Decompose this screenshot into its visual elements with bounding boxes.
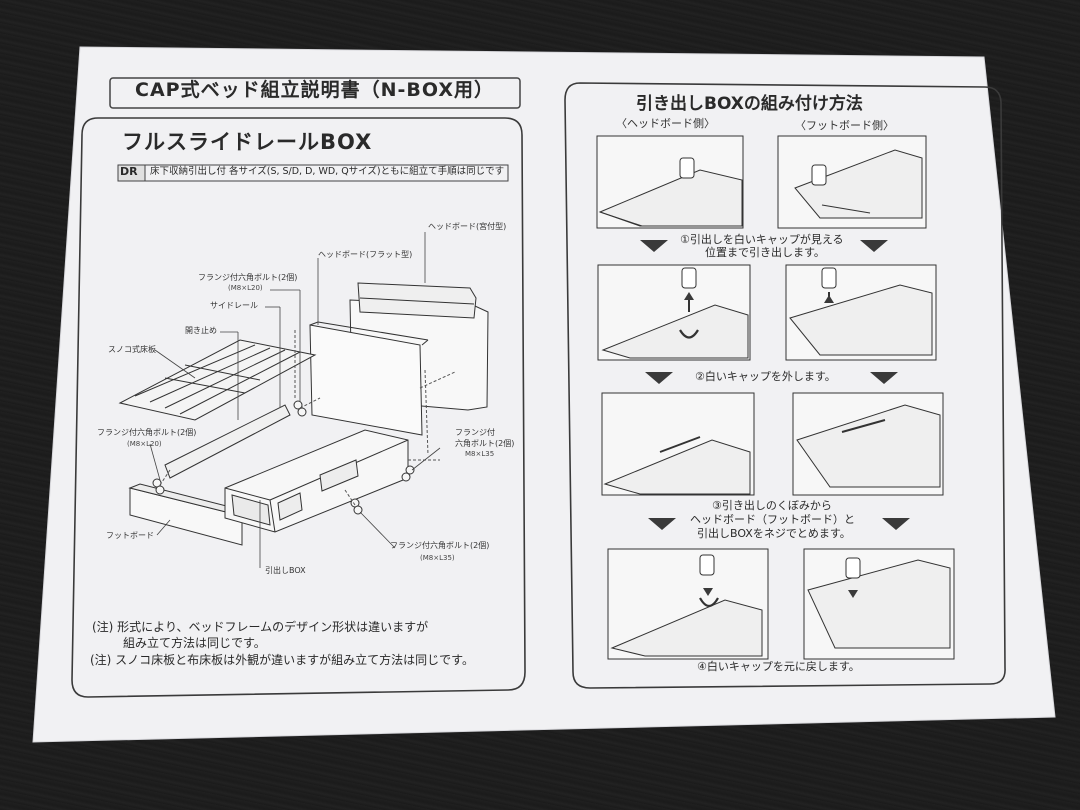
note-line-1: (注) 形式により、ベッドフレームのデザイン形状は違いますが — [92, 620, 429, 634]
callout-footboard: フットボード — [106, 531, 154, 540]
exploded-assembly-diagram — [118, 282, 489, 546]
left-panel-heading: フルスライドレールBOX — [122, 130, 373, 154]
callout-stopper: 開き止め — [185, 326, 217, 335]
step-3-line-2: ヘッドボード（フットボード）と — [690, 513, 855, 526]
step-3-line-3: 引出しBOXをネジでとめます。 — [697, 527, 851, 540]
callout-side-rail: サイドレール — [210, 301, 258, 310]
step-diagrams — [596, 135, 955, 660]
document-title: CAP式ベッド組立説明書（N-BOX用） — [135, 79, 494, 101]
dr-badge: DR — [120, 165, 138, 178]
note-line-2: 組み立て方法は同じです。 — [123, 636, 266, 650]
title-box — [109, 77, 521, 109]
assembly-guide-lines — [159, 330, 456, 506]
label-footboard-side: 〈フットボード側〉 — [795, 119, 894, 132]
right-panel-border — [564, 82, 1006, 689]
step-4-line-1: ④白いキャップを元に戻します。 — [697, 660, 860, 673]
left-panel-border — [71, 117, 526, 698]
callout-headboard-flat: ヘッドボード(フラット型) — [318, 250, 413, 259]
callout-bolt-bottom: フランジ付六角ボルト(2個) — [390, 541, 490, 550]
callout-bolt-top: フランジ付六角ボルト(2個) — [198, 273, 298, 282]
step-2-line-1: ②白いキャップを外します。 — [695, 370, 836, 383]
callout-bolt-bottom-size: (M8×L35) — [420, 554, 455, 562]
step-arrows — [640, 240, 910, 598]
callout-bolt-right-line2: 六角ボルト(2個) — [455, 439, 515, 448]
left-panel-subtitle: 床下収納引出し付 各サイズ(S, S/D, D, WD, Qサイズ)ともに組立て… — [150, 166, 505, 177]
callout-slat-board: スノコ式床板 — [108, 345, 156, 354]
note-line-3: (注) スノコ床板と布床板は外観が違いますが組み立て方法は同じです。 — [90, 653, 474, 667]
label-headboard-side: 〈ヘッドボード側〉 — [616, 117, 715, 130]
callout-bolt-top-size: (M8×L20) — [228, 284, 263, 292]
callout-bolt-left-size: (M8×L20) — [127, 440, 162, 448]
callout-headboard-miyadai: ヘッドボード(宮付型) — [428, 222, 507, 231]
callout-bolt-right-line1: フランジ付 — [455, 428, 495, 437]
callout-drawer-box: 引出しBOX — [265, 566, 306, 575]
step-1-line-1: ①引出しを白いキャップが見える — [680, 233, 844, 246]
callout-bolt-left: フランジ付六角ボルト(2個) — [97, 428, 197, 437]
right-panel-heading: 引き出しBOXの組み付け方法 — [636, 94, 863, 114]
step-1-line-2: 位置まで引き出します。 — [705, 246, 825, 259]
callout-bolt-right-size: M8×L35 — [465, 450, 495, 458]
step-3-line-1: ③引き出しのくぼみから — [712, 499, 832, 512]
callout-leaders — [149, 232, 441, 568]
